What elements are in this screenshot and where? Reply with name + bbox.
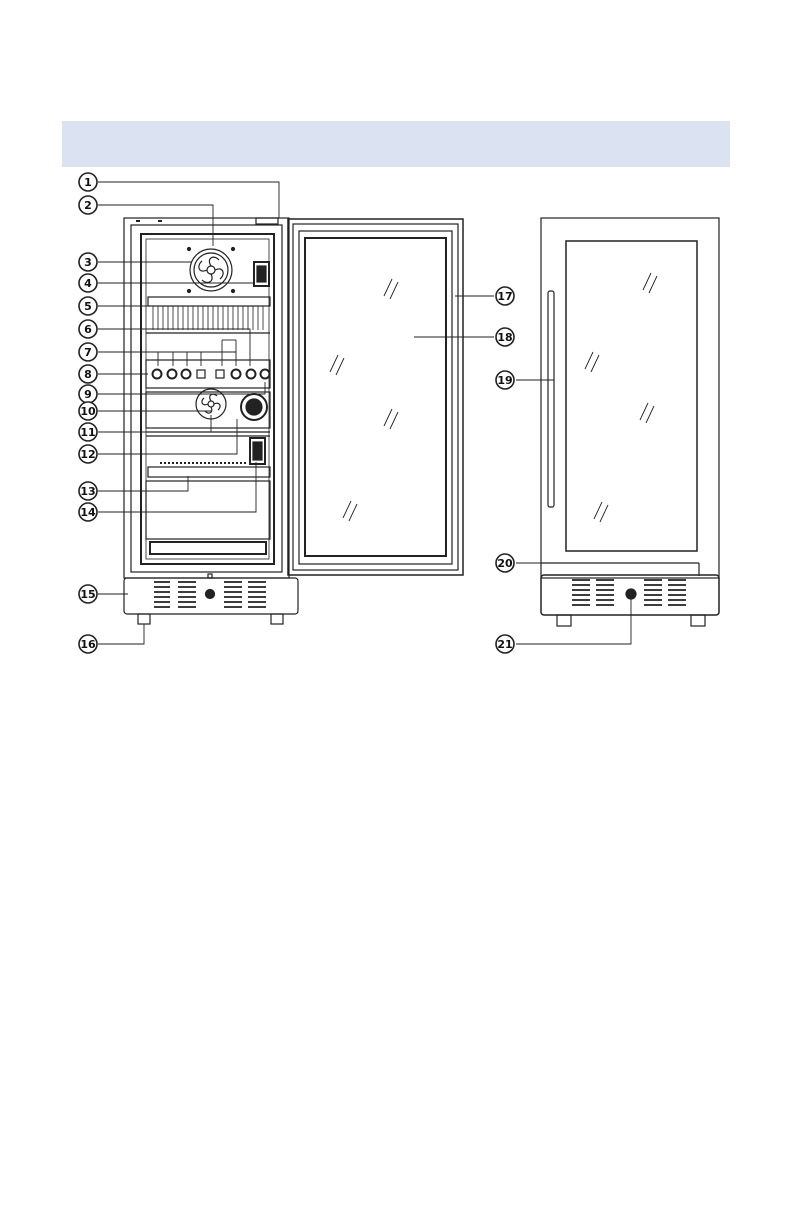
temperature-sensor-icon (241, 394, 267, 420)
svg-text:15: 15 (80, 588, 95, 601)
callout-7: 7 (79, 343, 97, 361)
closed-cabinet-outline (541, 218, 719, 578)
callout-14: 14 (79, 503, 97, 521)
middle-fan-icon (196, 389, 226, 419)
base-notch (208, 574, 212, 578)
front-foot (271, 614, 283, 624)
callout-2: 2 (79, 196, 97, 214)
svg-text:6: 6 (84, 323, 92, 336)
top-light-icon (254, 262, 269, 286)
door-gasket-outer (293, 224, 458, 570)
svg-text:14: 14 (80, 506, 96, 519)
svg-text:18: 18 (497, 331, 512, 344)
svg-text:1: 1 (84, 176, 92, 189)
svg-text:21: 21 (497, 638, 512, 651)
bottom-drawer (146, 481, 270, 539)
closed-unit-view (541, 218, 719, 626)
callout-6: 6 (79, 320, 97, 338)
door-handle (548, 291, 554, 507)
closed-door-glass (566, 241, 697, 551)
closed-foot (557, 615, 571, 626)
callout-5: 5 (79, 297, 97, 315)
door-glass (305, 238, 446, 556)
svg-text:8: 8 (84, 368, 92, 381)
svg-text:12: 12 (80, 448, 95, 461)
lock-icon (206, 590, 215, 599)
svg-text:10: 10 (80, 405, 96, 418)
callout-12: 12 (79, 445, 97, 463)
svg-text:4: 4 (84, 277, 92, 290)
closed-foot (691, 615, 705, 626)
svg-text:11: 11 (80, 426, 95, 439)
svg-text:7: 7 (84, 346, 92, 359)
lower-shelf (148, 467, 270, 477)
svg-text:9: 9 (84, 388, 92, 401)
callout-11: 11 (79, 423, 97, 441)
svg-text:5: 5 (84, 300, 92, 313)
lower-light-icon (250, 438, 265, 464)
closed-lock-icon (626, 589, 636, 599)
door-gasket-inner (299, 231, 452, 564)
front-foot (138, 614, 150, 624)
svg-text:20: 20 (497, 557, 513, 570)
callout-20: 20 (496, 554, 514, 572)
svg-text:13: 13 (80, 485, 95, 498)
top-fan-icon (188, 248, 235, 293)
callout-13: 13 (79, 482, 97, 500)
callout-9: 9 (79, 385, 97, 403)
closed-glass-reflection-marks (585, 273, 657, 522)
callout-10: 10 (79, 402, 97, 420)
bottom-tray (150, 542, 266, 554)
svg-text:2: 2 (84, 199, 92, 212)
callout-8: 8 (79, 365, 97, 383)
svg-text:19: 19 (497, 374, 512, 387)
open-door-frame (288, 219, 463, 575)
callout-21: 21 (496, 635, 514, 653)
svg-text:17: 17 (497, 290, 512, 303)
hinge-bracket (256, 218, 278, 224)
open-unit-view (124, 218, 463, 624)
evaporator-fins (153, 306, 263, 330)
callout-1: 1 (79, 173, 97, 191)
callout-15: 15 (79, 585, 97, 603)
glass-reflection-marks (330, 279, 398, 521)
upper-shelf (148, 297, 270, 306)
callout-4: 4 (79, 274, 97, 292)
callout-19: 19 (496, 371, 514, 389)
callout-3: 3 (79, 253, 97, 271)
svg-text:16: 16 (80, 638, 96, 651)
svg-text:3: 3 (84, 256, 92, 269)
control-panel (146, 360, 270, 388)
control-buttons (153, 370, 270, 379)
callout-17: 17 (496, 287, 514, 305)
callout-16: 16 (79, 635, 97, 653)
callout-18: 18 (496, 328, 514, 346)
